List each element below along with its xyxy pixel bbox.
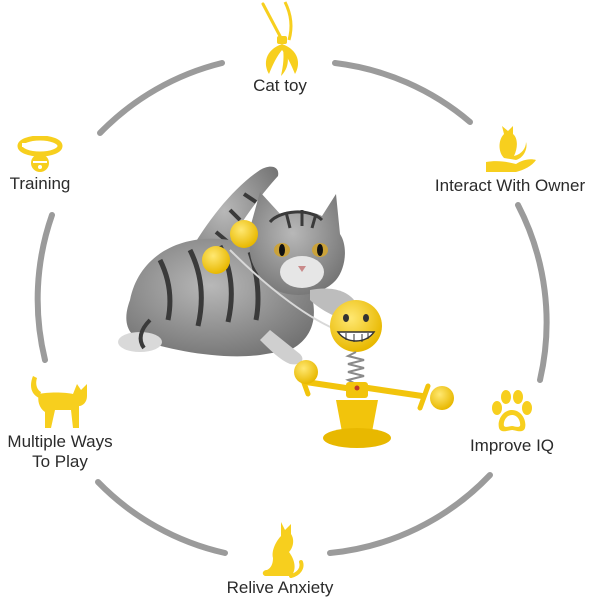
ring-arc-right	[515, 202, 550, 383]
feature-label: Cat toy	[253, 76, 307, 95]
spinning-toy	[294, 300, 454, 448]
collar-bell-icon	[17, 136, 63, 172]
ring-arc-top-right	[332, 60, 473, 125]
smiley-ball	[330, 300, 382, 352]
feature-label: Improve IQ	[469, 436, 555, 455]
feather-wand-icon	[261, 1, 299, 76]
feature-relive-anxiety: Relive Anxiety	[205, 520, 355, 598]
kitten-with-toy-image	[118, 166, 454, 448]
ring-arc-left	[34, 212, 55, 363]
ring-arc-bottom-left	[95, 479, 228, 556]
arm-ball-left	[294, 360, 318, 384]
sitting-cat-icon	[262, 522, 304, 578]
cat-on-hand-icon	[486, 126, 536, 172]
feature-training: Training	[0, 136, 80, 194]
feature-label: Training	[9, 174, 71, 193]
feature-interact-with-owner: Interact With Owner	[420, 122, 600, 196]
feature-multiple-ways-to-play: Multiple Ways To Play	[0, 372, 120, 472]
arm-ball-right	[430, 386, 454, 410]
walking-cat-icon	[31, 376, 87, 428]
ring-arc-bottom-right	[327, 472, 493, 556]
toy-ball	[202, 246, 230, 274]
feature-label-line-1: Multiple Ways	[7, 432, 113, 451]
feature-cat-toy: Cat toy	[230, 0, 330, 96]
feature-label: Relive Anxiety	[226, 578, 334, 597]
feature-label-line-2: To Play	[32, 452, 88, 471]
feature-improve-iq: Improve IQ	[452, 388, 572, 456]
kitten	[118, 166, 357, 365]
toy-ball	[230, 220, 258, 248]
feature-label: Interact With Owner	[434, 176, 586, 195]
paw-print-icon	[492, 390, 532, 432]
ring-arc-top-left	[97, 60, 225, 136]
